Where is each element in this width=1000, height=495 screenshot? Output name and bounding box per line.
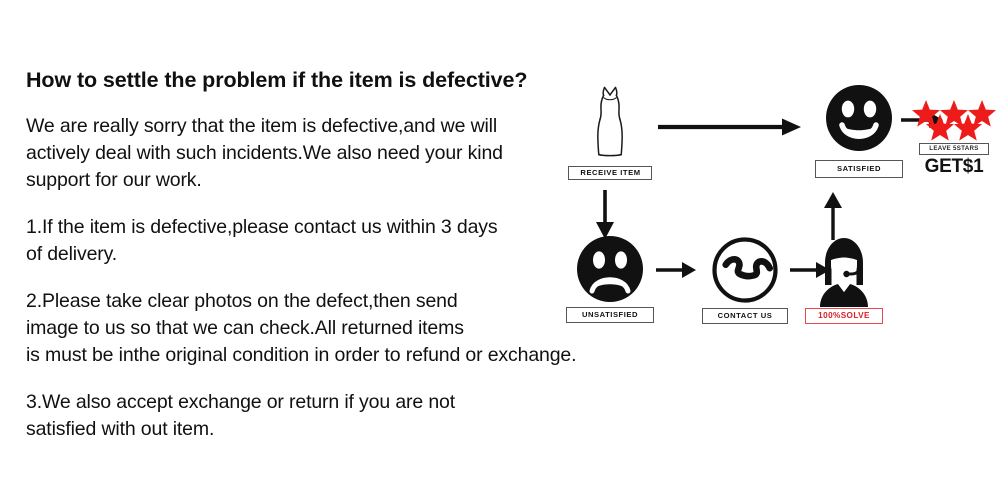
arrow-receive-to-satisfied [658,118,801,136]
flow-node-contact-us: CONTACT US [692,234,798,324]
paragraph-line: is must be inthe original condition in o… [26,343,577,366]
flow-node-unsatisfied: UNSATISFIED [556,232,664,323]
flow-label-satisfied: SATISFIED [815,160,903,178]
paragraph-line: 2.Please take clear photos on the defect… [26,289,458,312]
flow-node-receive-item: RECEIVE ITEM [560,82,660,180]
arrow-solve-to-satisfied [824,192,842,240]
support-agent-icon [820,238,868,307]
paragraph-intro: We are really sorry that the item is def… [26,113,666,194]
paragraph-point-2: 2.Please take clear photos on the defect… [26,288,666,369]
flow-label-leave-5stars: LEAVE 5STARS [919,143,989,156]
flow-node-solve: 100%SOLVE [790,235,898,325]
paragraph-line: We are really sorry that the item is def… [26,114,498,137]
flow-node-reward: LEAVE 5STARS GET$1 [908,98,1000,176]
paragraph-line: actively deal with such incidents.We als… [26,141,503,164]
arrow-contact-to-solve [790,262,830,278]
smiley-face-icon [826,85,892,151]
page-title: How to settle the problem if the item is… [26,68,528,92]
flow-label-unsatisfied: UNSATISFIED [566,307,654,323]
returns-process-flowchart: RECEIVE ITEM SATISFIED [548,72,1000,352]
flow-label-solve: 100%SOLVE [805,308,883,325]
paragraph-point-3: 3.We also accept exchange or return if y… [26,389,666,443]
phone-icon [712,237,778,303]
paragraph-line: satisfied with out item. [26,417,215,440]
five-stars-icon [912,100,996,141]
paragraph-line: support for our work. [26,168,202,191]
sad-face-icon [577,236,643,302]
flow-label-contact-us: CONTACT US [702,308,788,324]
arrow-unsatisfied-to-contact [656,262,696,278]
dress-icon [597,86,623,157]
paragraph-point-1: 1.If the item is defective,please contac… [26,214,666,268]
defective-item-policy-text: How to settle the problem if the item is… [26,68,666,443]
reward-amount-text: GET$1 [924,156,984,178]
flow-node-satisfied: SATISFIED [804,80,914,178]
arrow-receive-to-unsatisfied [596,190,614,239]
paragraph-line: image to us so that we can check.All ret… [26,316,464,339]
paragraph-line: 3.We also accept exchange or return if y… [26,390,455,413]
paragraph-line: 1.If the item is defective,please contac… [26,215,498,238]
flow-label-receive-item: RECEIVE ITEM [568,166,652,180]
paragraph-line: of delivery. [26,242,118,265]
